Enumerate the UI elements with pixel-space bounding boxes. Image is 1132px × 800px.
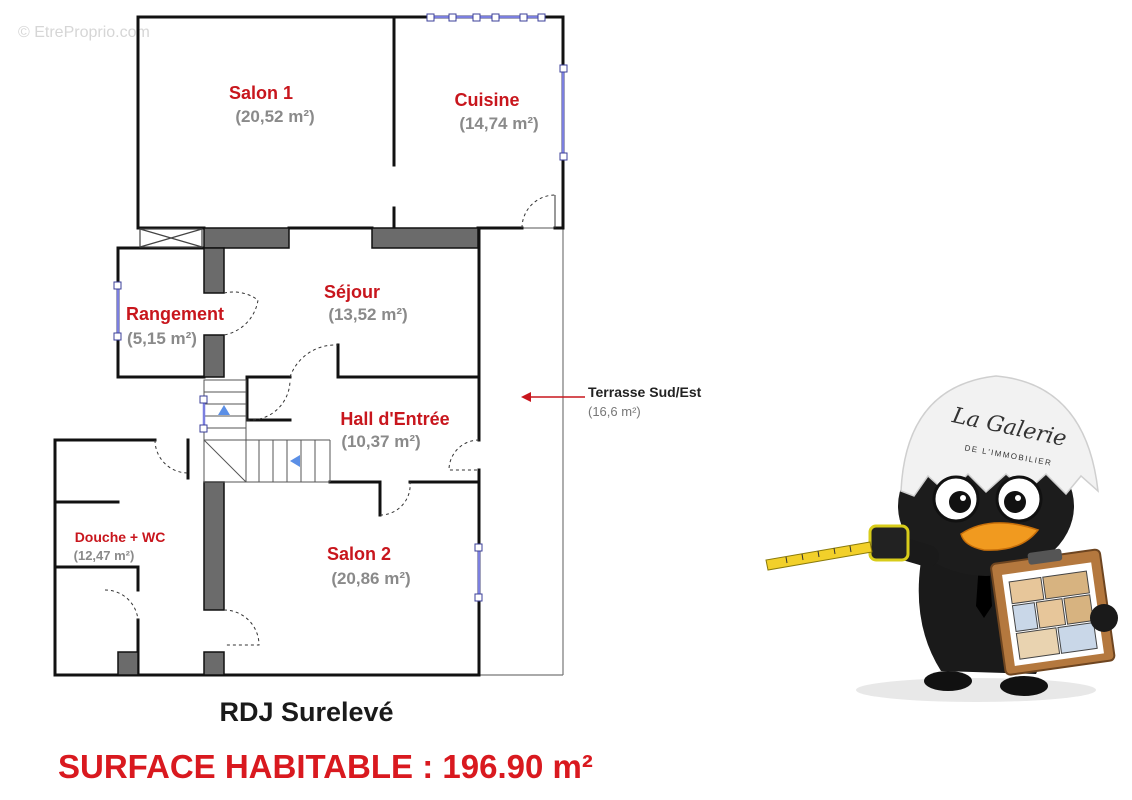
watermark: © EtreProprio.com [18, 24, 150, 41]
room-name-rangement: Rangement [126, 304, 224, 324]
duct [139, 228, 203, 248]
room-area-salon-1: (20,52 m²) [235, 107, 314, 126]
right-foot [1000, 676, 1048, 696]
mascot-illustration: La Galerie DE L'IMMOBILIER [765, 375, 1118, 702]
room-area-sejour: (13,52 m²) [328, 305, 407, 324]
tape-ticks [785, 545, 852, 564]
plan-title: RDJ Surelevé [219, 697, 394, 727]
left-foot [924, 671, 972, 691]
thick-walls [117, 227, 479, 676]
left-pupil [949, 491, 971, 513]
surface-total: SURFACE HABITABLE : 196.90 m² [58, 748, 593, 785]
clipboard [990, 548, 1116, 676]
stairs [203, 379, 331, 483]
right-hand [1090, 604, 1118, 632]
room-area-hall: (10,37 m²) [341, 432, 420, 451]
beak [960, 522, 1040, 551]
room-area-rangement: (5,15 m²) [127, 329, 197, 348]
tape-measure-case [868, 524, 910, 562]
room-area-douche-wc: (12,47 m²) [74, 548, 135, 563]
terrace-arrow [521, 392, 585, 402]
room-area-cuisine: (14,74 m²) [459, 114, 538, 133]
window-handles [113, 13, 568, 602]
shadow [856, 678, 1096, 702]
terrace-area: (16,6 m²) [588, 404, 641, 419]
terrace-name: Terrasse Sud/Est [588, 384, 702, 400]
doors [104, 194, 556, 646]
right-eye-shine [1015, 495, 1021, 501]
room-name-douche-wc: Douche + WC [75, 529, 166, 545]
room-name-salon-2: Salon 2 [327, 544, 391, 564]
room-area-salon-2: (20,86 m²) [331, 569, 410, 588]
room-name-hall: Hall d'Entrée [340, 409, 449, 429]
floor-plan: Salon 1 (20,52 m²) Cuisine (14,74 m²) Sé… [53, 13, 702, 677]
room-name-sejour: Séjour [324, 282, 380, 302]
right-pupil [1004, 491, 1026, 513]
terrace-outline [480, 227, 564, 676]
room-name-cuisine: Cuisine [454, 90, 519, 110]
room-name-salon-1: Salon 1 [229, 83, 293, 103]
left-eye-shine [960, 495, 966, 501]
